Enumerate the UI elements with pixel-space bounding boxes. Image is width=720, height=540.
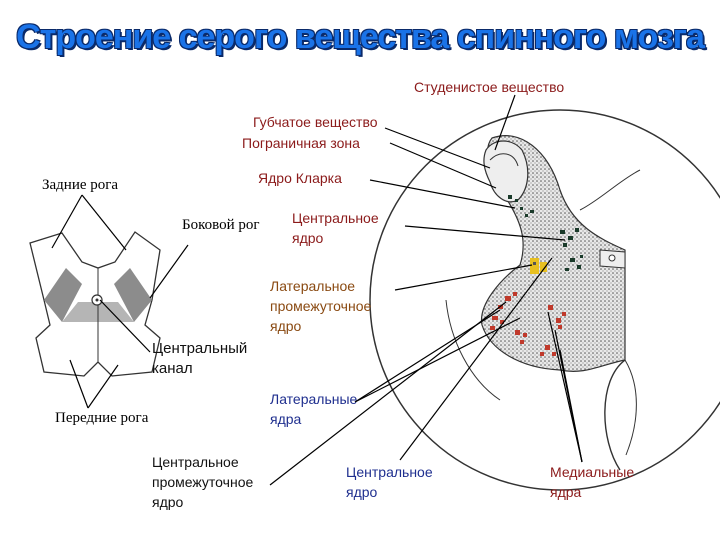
label-central-nucleus-line1: Центральное	[292, 210, 379, 226]
label-lateral-horn: Боковой рог	[182, 217, 260, 233]
label-medial-nuclei-line1: Медиальные	[550, 464, 635, 480]
median-fissure	[604, 359, 626, 471]
pointer-lines	[51, 94, 583, 486]
label-central-intermediate-line1: Центральное	[152, 454, 239, 470]
large-cross-section	[369, 109, 720, 491]
small-lateral-horn-left	[44, 268, 82, 322]
small-cross-section	[29, 231, 161, 377]
slide-title: Строение серого вещества спинного мозга	[16, 18, 705, 56]
label-lateral-intermediate-line1: Латеральное	[270, 278, 356, 294]
label-substantia-gelatinosa: Студенистое вещество	[414, 79, 565, 95]
label-central-intermediate-line2: промежуточное	[152, 474, 254, 490]
label-border-zone: Пограничная зона	[242, 135, 360, 151]
nucleus-clarke	[508, 195, 534, 217]
nucleus-central-dorsal	[560, 228, 583, 271]
label-central-intermediate-line3: ядро	[152, 494, 184, 510]
label-central-nucleus-lower-line2: ядро	[346, 484, 378, 500]
label-posterior-horns: Задние рога	[42, 177, 119, 193]
label-lateral-intermediate-line2: промежуточное	[270, 298, 372, 314]
label-lateral-nuclei-line2: ядра	[270, 411, 302, 427]
nucleus-lateral-intermediate	[530, 258, 547, 274]
nucleus-red-clusters	[490, 292, 566, 356]
label-medial-nuclei-line2: ядра	[550, 484, 582, 500]
label-central-nucleus-lower-line1: Центральное	[346, 464, 433, 480]
central-canal-region	[599, 249, 626, 269]
label-anterior-horns: Передние рога	[55, 410, 149, 426]
label-clarke-nucleus: Ядро Кларка	[258, 170, 342, 186]
label-central-canal-line1: Центральный	[152, 340, 248, 357]
label-central-nucleus-line2: ядро	[292, 230, 324, 246]
label-spongy-substance: Губчатое вещество	[253, 114, 378, 130]
small-lateral-horn-right	[114, 268, 152, 322]
label-lateral-nuclei-line1: Латеральные	[270, 391, 358, 407]
label-lateral-intermediate-line3: ядро	[270, 318, 302, 334]
label-central-canal-line2: канал	[152, 360, 193, 377]
